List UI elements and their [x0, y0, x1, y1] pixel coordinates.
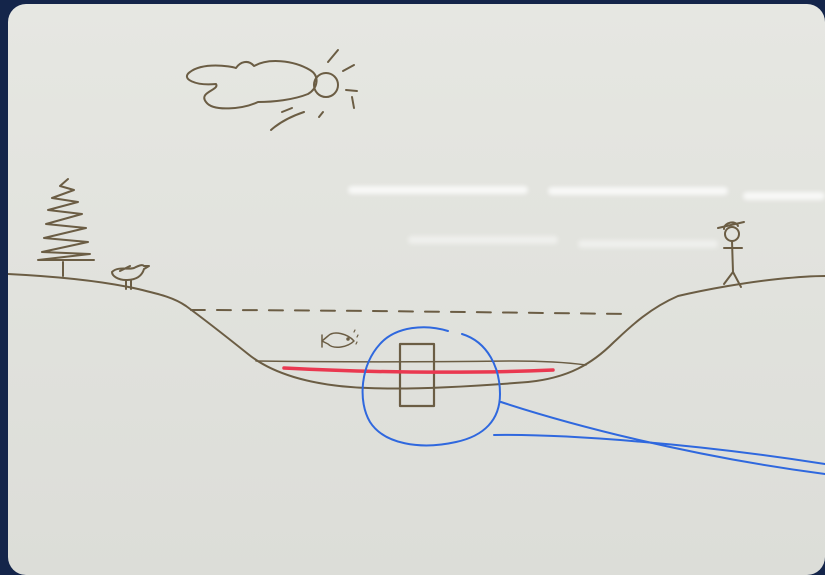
fisherman-icon [717, 221, 745, 288]
cloud [186, 60, 318, 110]
light-reflection-1 [348, 186, 528, 194]
tree-icon [37, 178, 95, 277]
sediment-layer-line [255, 360, 587, 366]
fish-icon [321, 329, 359, 349]
magnifier-loop [361, 326, 825, 475]
water-surface [190, 309, 629, 315]
sun-icon [270, 49, 358, 131]
sediment-layer-red [282, 366, 555, 374]
whiteboard [8, 4, 825, 575]
light-reflection-4 [408, 236, 558, 244]
light-reflection-2 [548, 187, 728, 195]
core-sample [398, 342, 436, 408]
light-reflection-3 [743, 192, 825, 200]
drawing [8, 49, 825, 475]
lake-basin [8, 273, 825, 390]
light-reflection-5 [578, 240, 718, 248]
